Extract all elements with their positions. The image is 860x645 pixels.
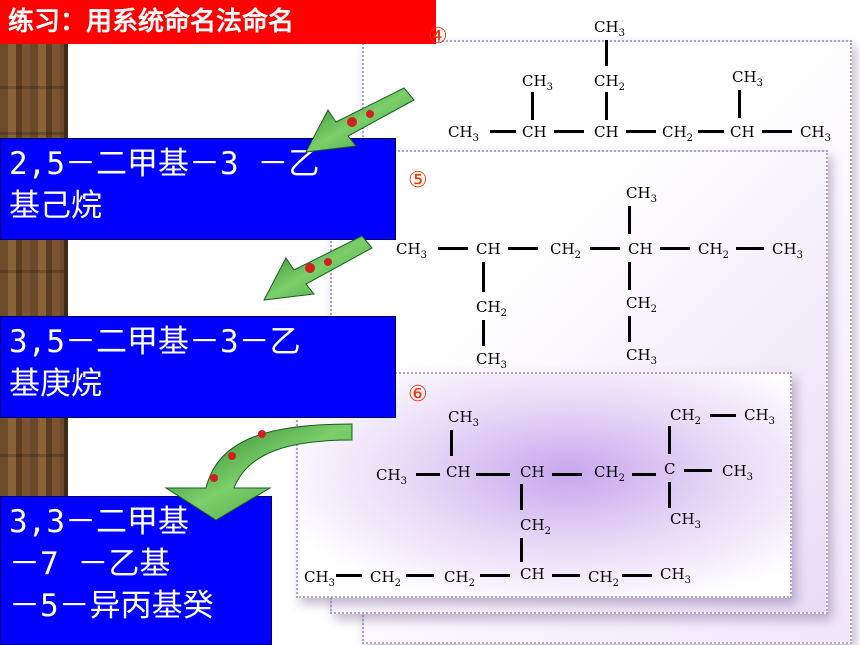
problem-number-6: ⑥ [408, 382, 428, 407]
arrow-down-left-icon [305, 87, 415, 153]
arrow-curve-down-icon [164, 423, 353, 521]
answer-5: 3,5－二甲基－3－乙 基庚烷 [0, 316, 396, 418]
answer-6: 3,3－二甲基 －7 －乙基 －5－异丙基癸 [0, 496, 272, 645]
problem-number-4: ④ [428, 24, 448, 49]
answer-4: 2,5－二甲基－3 －乙 基己烷 [0, 138, 396, 240]
problem-number-5: ⑤ [408, 168, 428, 193]
arrow-down-left-icon [263, 235, 373, 301]
page-title: 练习：用系统命名法命名 [0, 0, 436, 44]
